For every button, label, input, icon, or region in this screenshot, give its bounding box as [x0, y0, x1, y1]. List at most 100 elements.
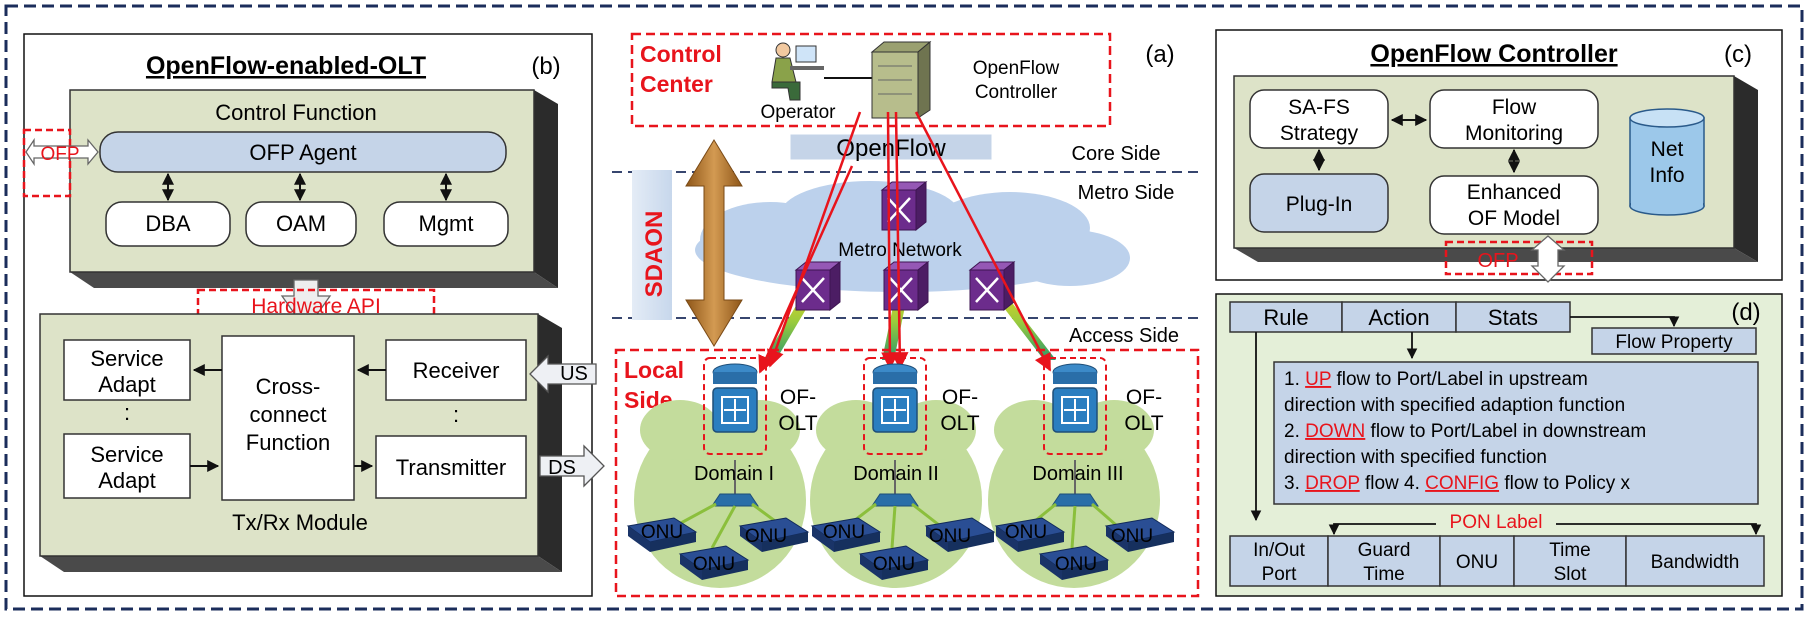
flow-monitoring-line1: Flow: [1492, 96, 1537, 119]
ofp-agent-label: OFP Agent: [249, 140, 356, 165]
operator-icon: [771, 42, 824, 101]
splitter-2-icon: [871, 493, 919, 507]
plug-in-box: [1249, 173, 1389, 233]
dba-box: [105, 201, 231, 247]
access-side-label: Access Side: [1069, 325, 1179, 347]
field-guard-time-line2: Time: [1363, 564, 1405, 585]
onu-1b-label: ONU: [745, 526, 787, 547]
receiver-label: Receiver: [413, 358, 500, 383]
of-olt-2-line2: OLT: [940, 412, 979, 435]
oam-label: OAM: [276, 211, 326, 236]
panel-d-tag: (d): [1731, 299, 1760, 326]
panel-c-title: OpenFlow Controller: [1370, 40, 1617, 68]
us-arrow: [529, 354, 597, 394]
core-side-label: Core Side: [1072, 143, 1161, 165]
olt-1-dashed-box: [703, 357, 767, 455]
action-2-line2: direction with specified function: [1284, 447, 1547, 468]
stats-box: [1455, 301, 1571, 333]
plug-in-label: Plug-In: [1286, 193, 1353, 216]
ofp-side-arrow: [25, 137, 99, 167]
onu-2c: [858, 545, 930, 580]
metro-network-label: Metro Network: [838, 240, 962, 261]
panel-a-tag: (a): [1145, 41, 1174, 68]
action-list-box: [1273, 361, 1759, 505]
field-guard-time: [1327, 535, 1441, 587]
control-function-label: Control Function: [215, 100, 376, 125]
metro-side-label: Metro Side: [1078, 182, 1175, 204]
net-info-line2: Info: [1649, 164, 1684, 187]
splitter-1-icon: [711, 493, 759, 507]
transmitter-box: [375, 435, 527, 499]
local-side-box: [614, 348, 1200, 598]
panel-c-tag: (c): [1724, 41, 1752, 68]
panel-b-openflow-olt: OpenFlow-enabled-OLT (b) Control Functio…: [22, 33, 605, 597]
receiver-box: [385, 339, 527, 401]
ofp-agent-box: [99, 131, 507, 173]
service-adapt-1-line1: Service: [90, 346, 163, 371]
txrx-label: Tx/Rx Module: [232, 510, 368, 535]
control-link-domain-2-a: [881, 111, 899, 370]
net-info-line1: Net: [1651, 138, 1684, 161]
pon-label-left-arrow: [1328, 523, 1436, 536]
operator-label: Operator: [761, 102, 837, 123]
rule-label: Rule: [1263, 305, 1308, 330]
service-adapt-dots: :: [124, 400, 130, 425]
ds-label: DS: [548, 457, 576, 479]
field-onu-label: ONU: [1456, 552, 1498, 573]
hardware-api-box: [196, 288, 436, 322]
field-time-slot: [1513, 535, 1627, 587]
of-olt-3-line1: OF-: [1126, 386, 1162, 409]
field-time-slot-line1: Time: [1549, 540, 1591, 561]
domain-1-label: Domain I: [694, 463, 774, 485]
dba-label: DBA: [145, 211, 191, 236]
action-1-line2: direction with specified adaption functi…: [1284, 395, 1625, 416]
control-link-domain-3: [914, 111, 1052, 372]
metro-switch-mid: [882, 260, 930, 312]
transmitter-label: Transmitter: [396, 455, 506, 480]
flow-monitoring-box: [1429, 89, 1599, 149]
panel-c-ofp-arrow: [1530, 235, 1566, 283]
onu-3b-label: ONU: [1111, 526, 1153, 547]
ds-arrow: [539, 444, 605, 488]
sdaon-double-arrow: [685, 139, 743, 347]
olt-3-dashed-box: [1043, 357, 1107, 455]
sdaon-label-bar: [632, 170, 672, 320]
onu-2c-label: ONU: [873, 554, 915, 575]
sa-fs-box: [1249, 89, 1389, 149]
metro-switch-right: [968, 260, 1016, 312]
onu-3b: [1104, 517, 1176, 552]
openflow-bar: [789, 133, 993, 161]
control-function-side: [534, 90, 558, 288]
txrx-side: [538, 314, 562, 572]
outer-frame: [4, 4, 1804, 611]
flow-property-box: [1591, 327, 1757, 355]
enhanced-model-box: [1429, 175, 1599, 235]
onu-3c: [1038, 545, 1110, 580]
panel-c-openflow-controller: OpenFlow Controller (c) SA-FS Strategy F…: [1215, 29, 1783, 283]
action-2-line1: 2. DOWN flow to Port/Label in downstream: [1284, 421, 1646, 442]
controller-box-side: [1734, 76, 1758, 262]
controller-server-icon: [870, 40, 932, 119]
splitter-3-icon: [1051, 493, 1099, 507]
mgmt-label: Mgmt: [419, 211, 474, 236]
field-bandwidth: [1625, 535, 1765, 587]
onu-2a: [810, 517, 882, 552]
onu-2a-label: ONU: [823, 522, 865, 543]
receiver-dots: :: [453, 402, 459, 427]
action-3-4-line: 3. DROP flow 4. CONFIG flow to Policy x: [1284, 473, 1630, 494]
panel-a-network: (a) Core Side Metro Side Access Side Met…: [612, 32, 1200, 598]
openflow-label: OpenFlow: [836, 135, 946, 162]
domain-3-label: Domain III: [1032, 463, 1123, 485]
control-link-domain-1-b: [758, 165, 854, 374]
onu-2b: [924, 517, 996, 552]
oam-box: [245, 201, 357, 247]
field-guard-time-line1: Guard: [1358, 540, 1411, 561]
onu-1c: [678, 545, 750, 580]
sdaon-label: SDAON: [641, 211, 668, 298]
onu-1b: [738, 517, 810, 552]
service-adapt-2-line2: Adapt: [98, 468, 156, 493]
onu-2b-label: ONU: [929, 526, 971, 547]
of-olt-2-line1: OF-: [942, 386, 978, 409]
net-info-database-icon: [1629, 108, 1705, 216]
